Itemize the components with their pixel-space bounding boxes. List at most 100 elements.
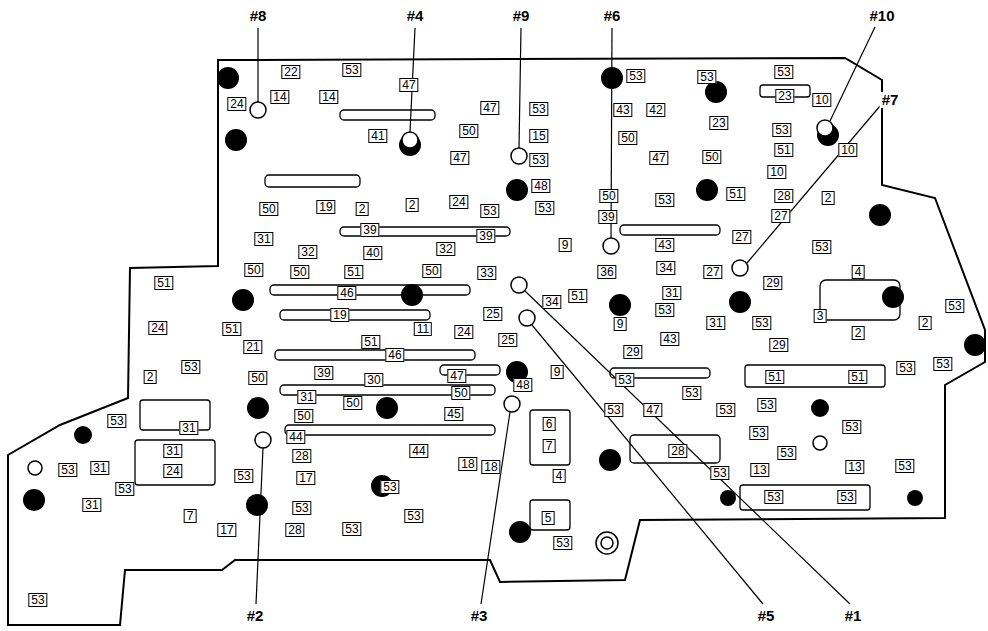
passage-number: 51 (568, 289, 587, 303)
passage-number: 53 (716, 403, 735, 417)
passage-number: 50 (618, 131, 637, 145)
passage-number: 30 (364, 373, 383, 387)
passage-number: 53 (553, 536, 572, 550)
checkball-callout: #7 (880, 92, 901, 108)
passage-number: 28 (285, 523, 304, 537)
passage-number: 39 (314, 366, 333, 380)
passage-number: 53 (837, 490, 856, 504)
passage-number: 43 (655, 238, 674, 252)
checkball-callout: #1 (843, 608, 864, 624)
passage-number: 10 (838, 143, 857, 157)
passage-number: 31 (179, 421, 198, 435)
passage-number: 27 (771, 209, 790, 223)
passage-number: 50 (451, 386, 470, 400)
passage-number: 53 (777, 446, 796, 460)
passage-number: 53 (529, 153, 548, 167)
passage-number: 2 (822, 191, 835, 205)
passage-number: 53 (710, 466, 729, 480)
passage-number: 51 (361, 335, 380, 349)
passage-number: 17 (217, 523, 236, 537)
passage-number: 31 (82, 498, 101, 512)
passage-number: 51 (344, 265, 363, 279)
passage-number: 53 (842, 420, 861, 434)
passage-number: 53 (342, 522, 361, 536)
passage-number: 53 (535, 201, 554, 215)
passage-number: 31 (662, 286, 681, 300)
passage-number: 23 (709, 116, 728, 130)
passage-number: 31 (163, 444, 182, 458)
passage-number: 51 (726, 187, 745, 201)
passage-number: 53 (682, 386, 701, 400)
checkball-callout: #3 (469, 608, 490, 624)
passage-number: 23 (775, 89, 794, 103)
checkball-callout: #2 (245, 608, 266, 624)
passage-number: 43 (613, 103, 632, 117)
passage-number: 9 (614, 317, 627, 331)
passage-number: 2 (356, 202, 369, 216)
passage-number: 53 (404, 509, 423, 523)
passage-number: 47 (649, 151, 668, 165)
passage-number: 6 (543, 417, 556, 431)
passage-number: 47 (399, 78, 418, 92)
passage-number: 31 (254, 232, 273, 246)
passage-number: 7 (184, 509, 197, 523)
passage-number: 4 (852, 265, 865, 279)
passage-number: 13 (845, 460, 864, 474)
passage-number: 46 (337, 286, 356, 300)
passage-number: 10 (812, 93, 831, 107)
passage-number: 29 (769, 338, 788, 352)
passage-number: 42 (646, 103, 665, 117)
passage-number: 31 (297, 390, 316, 404)
passage-number: 53 (655, 193, 674, 207)
passage-number: 24 (163, 464, 182, 478)
passage-number: 50 (459, 124, 478, 138)
passage-number: 50 (248, 371, 267, 385)
passage-number: 17 (296, 471, 315, 485)
passage-number: 19 (316, 200, 335, 214)
passage-number: 53 (655, 303, 674, 317)
checkball-callout: #8 (248, 8, 269, 24)
passage-number: 34 (656, 261, 675, 275)
passage-number: 47 (450, 151, 469, 165)
passage-number: 2 (919, 316, 932, 330)
passage-number: 13 (750, 463, 769, 477)
passage-number: 24 (148, 321, 167, 335)
passage-number: 50 (244, 263, 263, 277)
passage-number: 25 (498, 333, 517, 347)
passage-number: 53 (529, 102, 548, 116)
passage-number: 50 (294, 409, 313, 423)
passage-number: 45 (444, 407, 463, 421)
passage-number: 14 (270, 90, 289, 104)
passage-number: 47 (447, 369, 466, 383)
passage-number: 22 (281, 65, 300, 79)
passage-number: 33 (477, 266, 496, 280)
passage-number: 53 (604, 403, 623, 417)
passage-number: 31 (706, 316, 725, 330)
passage-number: 32 (436, 242, 455, 256)
passage-number: 53 (181, 360, 200, 374)
passage-number: 50 (290, 265, 309, 279)
checkball-callout: #10 (867, 8, 896, 24)
passage-number: 50 (422, 264, 441, 278)
passage-number: 46 (385, 348, 404, 362)
passage-number: 18 (458, 457, 477, 471)
checkball-callout: #5 (756, 608, 777, 624)
passage-number: 53 (342, 63, 361, 77)
passage-number: 25 (483, 307, 502, 321)
passage-number: 53 (895, 459, 914, 473)
passage-number: 39 (360, 223, 379, 237)
passage-number: 29 (763, 276, 782, 290)
passage-number: 28 (774, 189, 793, 203)
passage-number: 48 (513, 378, 532, 392)
passage-number: 51 (222, 322, 241, 336)
passage-number: 53 (772, 123, 791, 137)
passage-number: 2 (852, 326, 865, 340)
passage-number: 53 (945, 299, 964, 313)
passage-number: 53 (107, 414, 126, 428)
passage-number: 27 (703, 265, 722, 279)
passage-number: 34 (542, 295, 561, 309)
passage-number: 7 (543, 439, 556, 453)
passage-number: 50 (599, 189, 618, 203)
passage-number: 31 (90, 461, 109, 475)
